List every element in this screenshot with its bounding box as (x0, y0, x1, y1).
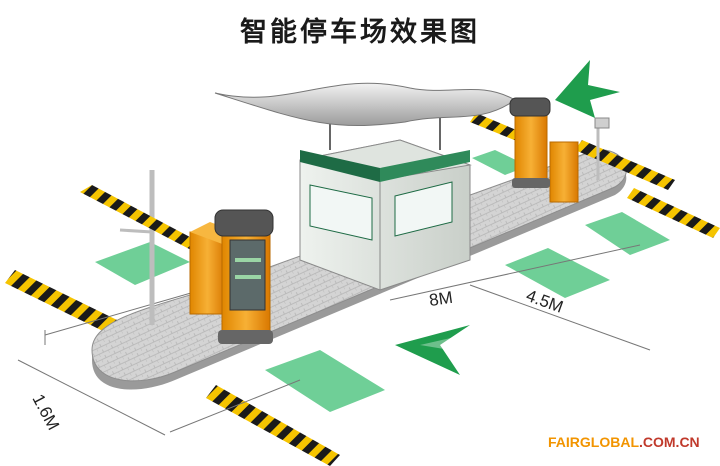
brand-name: FAIRGLOBAL (548, 434, 639, 450)
page-title: 智能停车场效果图 (240, 17, 480, 48)
right-barrier (549, 117, 675, 203)
exit-arrow-icon (555, 60, 620, 118)
dimension-label-entrance: 8M (428, 288, 454, 310)
dimension-label-island: 1.6M (28, 391, 63, 433)
entry-arrow-icon (395, 325, 470, 375)
left-ticket-kiosk (214, 209, 274, 344)
toll-booth (299, 139, 472, 291)
brand-domain: .COM.CN (639, 434, 700, 450)
lane-markings (95, 150, 670, 412)
left-barrier (80, 170, 245, 325)
booth-canopy (214, 82, 516, 150)
right-ticket-kiosk (509, 97, 551, 188)
brand-logo: FAIRGLOBAL.COM.CN (548, 434, 700, 450)
